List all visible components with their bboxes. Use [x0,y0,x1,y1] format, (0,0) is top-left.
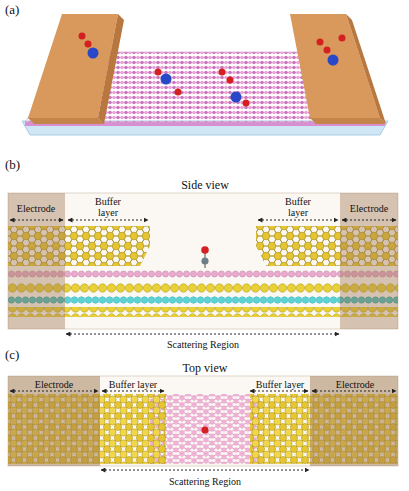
gas-molecules [79,33,346,107]
region-label: Scattering Region [135,476,275,487]
panel-label: (a) [5,3,35,17]
region-label: Buffer layer [93,379,173,390]
region-label: Scattering Region [133,339,273,350]
oxygen-atom [155,69,162,76]
panel-label: (b) [5,158,35,172]
dimension-arrow [10,220,63,221]
view-frame [8,376,398,466]
view-title: Side view [155,179,255,192]
panel-label: (c) [5,348,35,362]
nitrogen-atom [231,92,242,103]
oxygen-atom [227,77,234,84]
dimension-arrow [258,220,338,221]
dimension-arrow [66,334,339,335]
region-label: Electrode [320,379,390,390]
dimension-arrow [10,391,98,392]
dimension-arrow [312,391,396,392]
left-electrode-edge [28,118,104,124]
oxygen-atom [85,41,92,48]
right-electrode-side [346,14,386,124]
electrode-shade [8,193,65,329]
electrode-shade [310,376,398,466]
oxygen-atom [219,69,226,76]
dimension-arrow [68,220,148,221]
dimension-arrow [250,391,308,392]
top-view [8,376,398,470]
region-label: Electrode [8,203,64,214]
device-illustration [22,14,388,135]
electrode-shade [340,193,398,329]
view-title: Top view [155,362,255,375]
oxygen-atom [339,35,346,42]
oxygen-atom [324,47,331,54]
carbon-atom [201,257,208,264]
dimension-arrow [342,220,396,221]
nitrogen-atom [88,48,99,59]
view-frame [8,193,398,329]
dimension-arrow [102,391,164,392]
nitrogen-atom [328,55,339,66]
dimension-arrow [101,470,309,471]
oxygen-atom [201,246,209,254]
mid-highlight [65,297,340,303]
region-label: Buffer layer [86,196,130,218]
left-electrode-side [98,14,124,124]
oxygen-atom [175,89,182,96]
region-label: Electrode [19,379,89,390]
monolayer-top [150,394,260,464]
oxygen-atom [201,426,208,433]
right-electrode-edge [310,118,386,124]
substrate-row-top [8,283,398,293]
substrate-row-bottom [8,307,398,317]
side-view [8,193,398,334]
substrate-row-mid [8,296,398,304]
region-label: Electrode [341,203,397,214]
region-label: Buffer layer [240,379,320,390]
nitrogen-atom [161,74,172,85]
oxygen-atom [317,39,324,46]
region-label: Buffer layer [276,196,320,218]
oxygen-atom [79,33,86,40]
electrode-shade [8,376,100,466]
oxygen-atom [243,100,250,107]
monolayer-row [8,270,398,278]
